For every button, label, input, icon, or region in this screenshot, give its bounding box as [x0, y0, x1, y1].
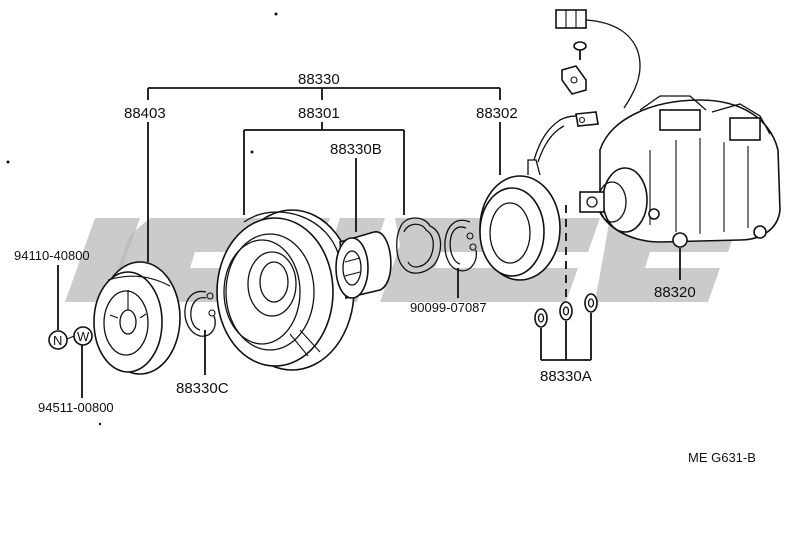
screw-part	[573, 41, 587, 60]
speck-dot	[98, 422, 102, 426]
callout-field-coil: 88302	[476, 105, 518, 122]
callout-compressor: 88320	[654, 284, 696, 301]
speck-dot	[274, 12, 278, 16]
callout-washer-part: 94511-00800	[38, 400, 114, 415]
nut-symbol: N	[48, 330, 68, 350]
nut-letter: N	[53, 333, 62, 348]
nut-washer-link	[66, 335, 75, 340]
callout-pulley: 88301	[298, 105, 340, 122]
bearing-part	[335, 231, 392, 299]
pulley-part	[216, 209, 355, 371]
shims-part	[534, 205, 598, 361]
retaining-ring-part	[396, 217, 442, 274]
speck-dot	[6, 160, 10, 164]
callout-nut-bolt: 94110-40800	[14, 248, 90, 263]
clutch-hub-part	[93, 261, 181, 375]
figure-code: ME G631-B	[688, 450, 756, 465]
callout-clutch-hub: 88403	[124, 105, 166, 122]
field-coil-part	[479, 111, 599, 281]
connector-part	[555, 9, 641, 109]
callout-shims: 88330A	[540, 368, 592, 385]
washer-symbol: W	[73, 326, 93, 346]
compressor-part	[579, 95, 781, 280]
assembly-leader-lines	[147, 87, 501, 262]
snap-ring-small-part	[184, 290, 216, 375]
speck-dot	[250, 150, 254, 154]
callout-bearing: 88330B	[330, 141, 382, 158]
callout-assembly: 88330	[298, 71, 340, 88]
washer-letter: W	[77, 329, 90, 344]
snap-ring-large-part	[444, 219, 477, 298]
callout-snap-ring-small: 88330C	[176, 380, 229, 397]
bracket-part	[561, 65, 587, 95]
callout-snap-ring-large: 90099-07087	[410, 300, 487, 315]
